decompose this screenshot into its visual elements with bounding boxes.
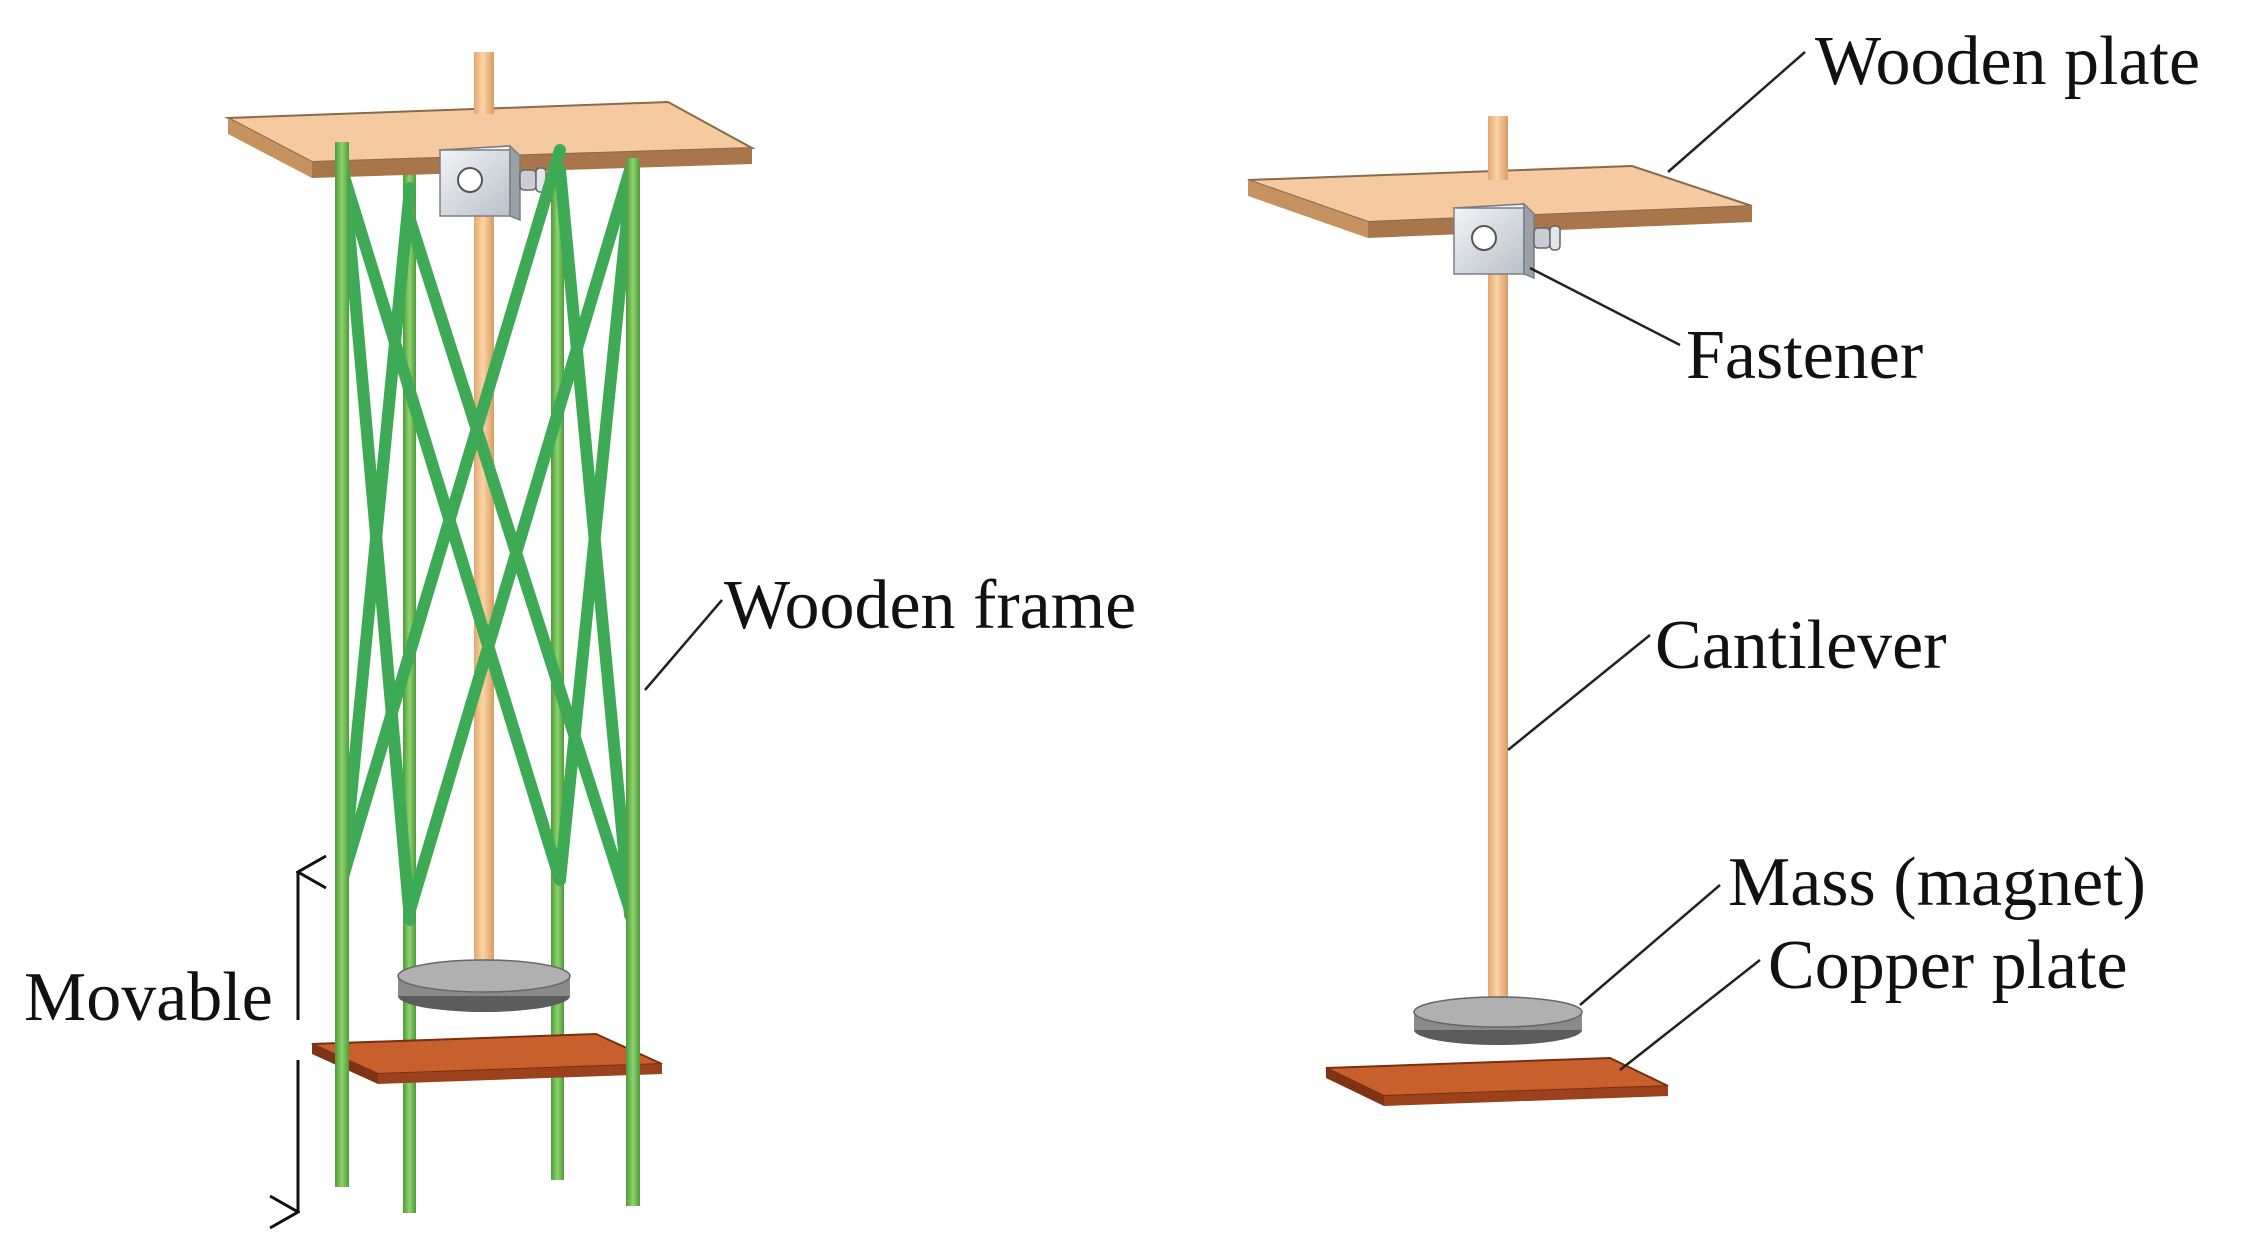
- wooden-frame-leader: [644, 599, 723, 691]
- mass-leader: [1579, 884, 1721, 1006]
- left-cantilever-rod: [474, 52, 494, 982]
- movable-label: Movable: [24, 959, 273, 1036]
- wooden-plate-label: Wooden plate: [1815, 23, 2200, 100]
- left-wooden-plate: [224, 100, 756, 178]
- fastener-leader: [1529, 266, 1681, 347]
- left-copper-plate: [311, 1032, 663, 1084]
- right-magnet: [1413, 996, 1583, 1045]
- right-leader-lines: [1507, 51, 1806, 1071]
- right-fastener: [1452, 202, 1561, 280]
- cantilever-label: Cantilever: [1655, 607, 1947, 684]
- right-assembly: [1247, 116, 1753, 1106]
- copper-plate-label: Copper plate: [1768, 927, 2128, 1004]
- right-rod-top: [1488, 116, 1508, 180]
- frame-braces: [336, 144, 636, 926]
- left-fastener: [438, 144, 547, 222]
- right-copper-plate: [1325, 1056, 1669, 1106]
- mass-label: Mass (magnet): [1728, 844, 2146, 921]
- right-cantilever-rod: [1488, 116, 1508, 1016]
- frame-rod-front-left: [335, 142, 349, 1187]
- left-assembly: [224, 52, 756, 1213]
- wooden-frame-label: Wooden frame: [724, 567, 1136, 644]
- wooden-plate-leader: [1667, 51, 1806, 173]
- frame-rod-back-left: [403, 168, 416, 1213]
- left-magnet: [397, 959, 571, 1012]
- left-rod-top: [474, 52, 494, 114]
- cantilever-leader: [1507, 634, 1651, 751]
- fastener-label: Fastener: [1686, 317, 1923, 394]
- copper-plate-leader: [1619, 959, 1761, 1071]
- frame-rod-front-right: [626, 158, 640, 1206]
